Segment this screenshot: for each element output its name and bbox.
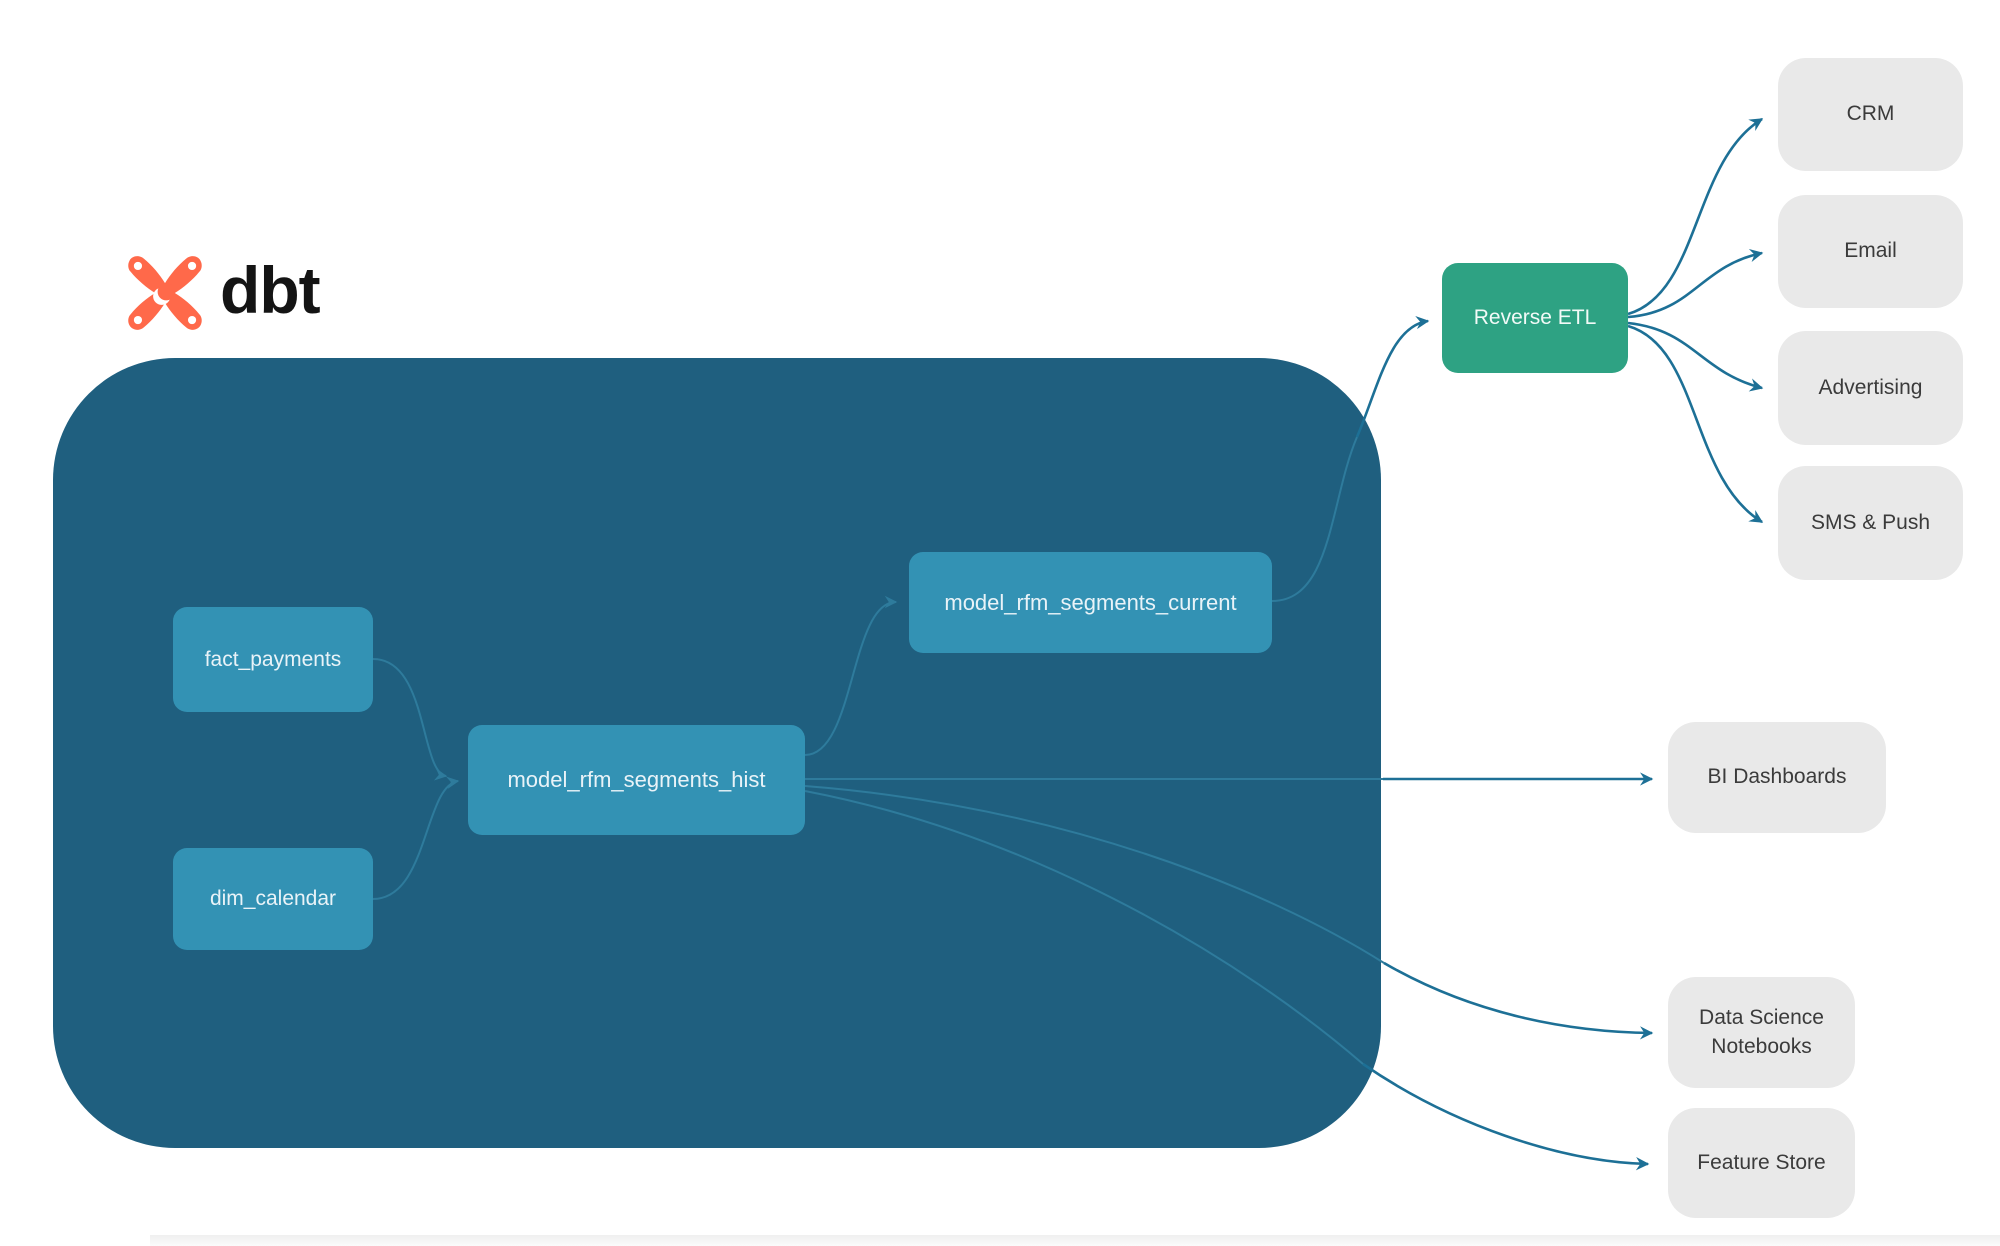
node-label: model_rfm_segments_hist xyxy=(507,767,766,792)
edge-reverse-etl-to-email xyxy=(1627,248,1764,319)
edge-fact-payments-to-hist xyxy=(372,658,448,781)
edge-dim-calendar-to-hist xyxy=(372,776,460,900)
node-label: Reverse ETL xyxy=(1473,306,1597,329)
node-label: Feature Store xyxy=(1697,1150,1826,1174)
node-advertising: Advertising xyxy=(1778,331,1963,445)
brand-text: dbt xyxy=(220,253,321,327)
node-label: dim_calendar xyxy=(209,887,337,910)
edge-hist-to-feature-store xyxy=(1362,1062,1650,1171)
node-label: SMS & Push xyxy=(1810,510,1931,534)
node-data-science-notebooks: Data Science Notebooks xyxy=(1668,977,1855,1088)
edge-reverse-etl-to-sms-push xyxy=(1627,324,1764,524)
node-email: Email xyxy=(1778,195,1963,308)
edge-reverse-etl-to-advertising xyxy=(1627,321,1764,392)
node-crm: CRM xyxy=(1778,58,1963,171)
edge-reverse-etl-to-crm xyxy=(1627,117,1764,316)
node-fact-payments: fact_payments xyxy=(173,607,373,712)
edge-hist-to-current xyxy=(804,595,898,756)
node-label: BI Dashboards xyxy=(1707,765,1847,789)
node-sms-push: SMS & Push xyxy=(1778,466,1963,580)
edge-current-to-reverse-etl-inner xyxy=(1271,436,1358,602)
edge-hist-to-notebooks-inner xyxy=(804,785,1385,964)
dbt-star-icon xyxy=(128,256,202,330)
node-label: Email xyxy=(1844,239,1897,263)
node-label: CRM xyxy=(1846,102,1895,126)
edge-hist-to-feature-store-inner xyxy=(804,790,1364,1065)
node-label: Advertising xyxy=(1818,375,1923,399)
dbt-logo: dbt xyxy=(124,252,321,334)
node-label: fact_payments xyxy=(204,647,342,671)
node-label: model_rfm_segments_current xyxy=(944,589,1237,615)
bottom-divider xyxy=(150,1235,2000,1246)
node-bi-dashboards: BI Dashboards xyxy=(1668,722,1886,833)
node-model-rfm-segments-current: model_rfm_segments_current xyxy=(909,552,1272,653)
node-feature-store: Feature Store xyxy=(1668,1108,1855,1218)
edge-current-to-reverse-etl xyxy=(1355,315,1430,438)
node-reverse-etl: Reverse ETL xyxy=(1442,263,1628,373)
node-dim-calendar: dim_calendar xyxy=(173,848,373,950)
node-model-rfm-segments-hist: model_rfm_segments_hist xyxy=(468,725,805,835)
node-label: Data Science Notebooks xyxy=(1699,1006,1824,1058)
edge-hist-to-data-science-notebooks xyxy=(1383,961,1654,1040)
